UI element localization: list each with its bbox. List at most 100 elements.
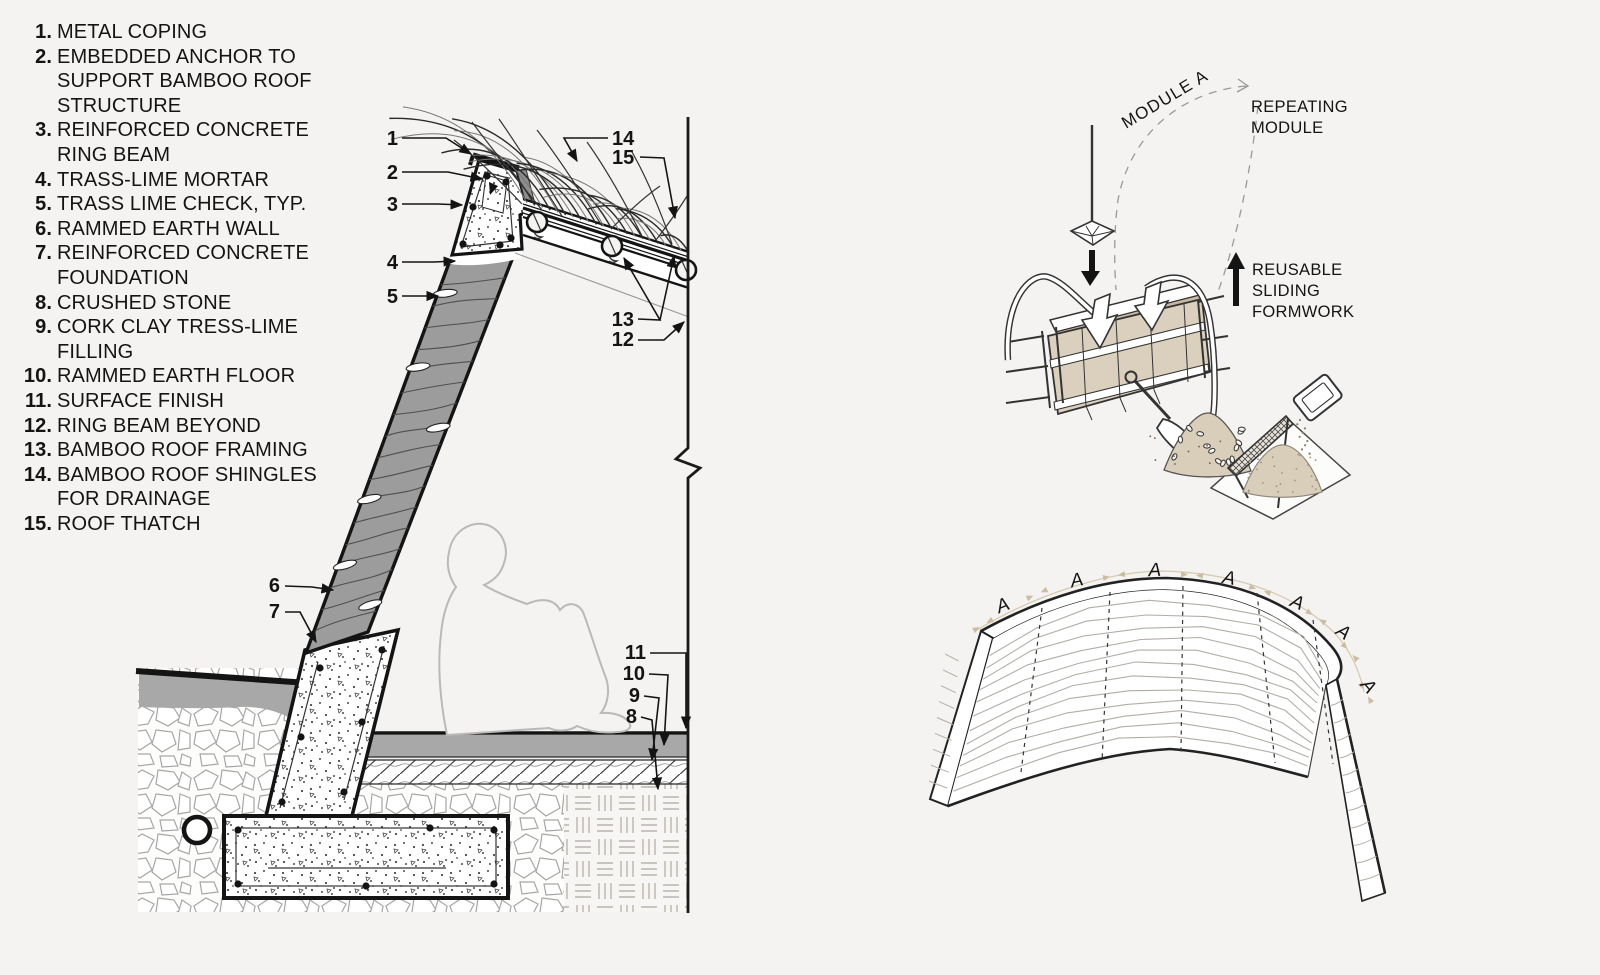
formwork-module-diagram: MODULE A REPEATING MODULE REUSABLE SLIDI… (1004, 66, 1354, 520)
legend-item: 10.RAMMED EARTH FLOOR (24, 364, 342, 389)
legend-item: 6.RAMMED EARTH WALL (30, 217, 342, 242)
repeat-guide-arcs (1114, 85, 1259, 293)
legend-item: 12.RING BEAM BEYOND (24, 414, 342, 439)
callout-label-14: 14 (612, 128, 635, 150)
module-division-lines (1020, 585, 1334, 773)
rebar-dots (234, 646, 498, 890)
section-break-line (673, 117, 703, 913)
legend-item-number: 8. (35, 291, 52, 314)
callout-label-13: 13 (612, 309, 634, 331)
legend-item-text: SURFACE FINISH (57, 389, 224, 412)
curved-wall-diagram: A A A A A A A (928, 560, 1387, 903)
exterior-ground-band (139, 674, 307, 724)
callout-label-6: 6 (269, 575, 280, 597)
legend: 1.METAL COPING 2.EMBEDDED ANCHOR TO SUPP… (24, 20, 342, 537)
binder-bag (1292, 373, 1343, 422)
legend-item-text: BAMBOO ROOF FRAMING (57, 439, 308, 462)
pebbles (1149, 424, 1246, 467)
concrete-foundation (181, 627, 510, 900)
up-arrow (1227, 252, 1245, 306)
earth-fill (564, 783, 688, 912)
wall-front-surface (948, 590, 1329, 806)
rebar-arches (1004, 273, 1218, 426)
callout-label-4: 4 (387, 252, 399, 274)
person-silhouette (438, 522, 632, 737)
legend-item-number: 13. (23, 439, 52, 462)
legend-item-number: 10. (23, 365, 52, 388)
wall-bottom-edge (947, 747, 1309, 808)
legend-item-text: EMBEDDED ANCHOR TO SUPPORT BAMBOO ROOF S… (57, 45, 312, 117)
legend-item-text: CORK CLAY TRESS-LIME FILLING (57, 316, 298, 363)
module-marker-a: A (992, 594, 1013, 619)
legend-item-text: RING BEAM BEYOND (57, 414, 261, 437)
reusable-line1: REUSABLE (1252, 261, 1342, 279)
legend-item: 9.CORK CLAY TRESS-LIME FILLING (30, 315, 342, 364)
repeating-module-label: REPEATING MODULE (1251, 98, 1348, 137)
legend-item-text: METAL COPING (57, 21, 208, 43)
legend-item-number: 15. (23, 512, 52, 535)
legend-item: 5.TRASS LIME CHECK, TYP. (30, 192, 342, 217)
fill-arrows (1080, 280, 1170, 350)
legend-item-number: 3. (35, 119, 52, 142)
callout-label-7: 7 (269, 601, 280, 623)
legend-item-text: CRUSHED STONE (57, 291, 232, 314)
bamboo-purlin (525, 210, 549, 240)
marker-arrowheads (971, 571, 1375, 705)
legend-item-text: TRASS LIME CHECK, TYP. (57, 193, 307, 216)
legend-item: 15.ROOF THATCH (24, 512, 342, 537)
legend-item-number: 11. (25, 389, 52, 412)
tamper-tool (1069, 125, 1116, 246)
legend-item: 2.EMBEDDED ANCHOR TO SUPPORT BAMBOO ROOF… (30, 45, 342, 119)
callout-label-9: 9 (629, 685, 640, 707)
module-marker-a: A (1355, 674, 1380, 698)
legend-item-number: 9. (35, 316, 52, 339)
legend-item: 14.BAMBOO ROOF SHINGLES FOR DRAINAGE (24, 463, 342, 512)
legend-item-number: 6. (35, 217, 52, 240)
legend-item: 8.CRUSHED STONE (30, 291, 342, 316)
legend-item: 1.METAL COPING (30, 20, 342, 45)
module-marker-a: A (1220, 567, 1237, 590)
callout-label-12: 12 (612, 329, 634, 351)
wall-strata-lines (928, 599, 1381, 881)
legend-item: 7.REINFORCED CONCRETE FOUNDATION (30, 241, 342, 290)
ring-beam-beyond-line (514, 252, 690, 318)
trass-lime-mortar (449, 249, 522, 266)
module-marker-a: A (1067, 569, 1085, 592)
anchor-arrow (489, 182, 498, 195)
module-marker-a: A (1147, 560, 1161, 581)
beam-rebar-outline (460, 171, 514, 248)
legend-item-text: RAMMED EARTH FLOOR (57, 365, 296, 388)
legend-item-text: REINFORCED CONCRETE RING BEAM (57, 119, 309, 166)
legend-item: 4.TRASS-LIME MORTAR (30, 168, 342, 193)
callout-labels: 1 2 3 4 5 6 7 14 15 13 12 11 10 9 8 (269, 128, 646, 728)
down-arrow (1081, 250, 1100, 286)
legend-item-number: 2. (35, 45, 52, 68)
callout-label-3: 3 (387, 194, 398, 216)
callout-label-1: 1 (387, 128, 398, 150)
wall-seam (1307, 684, 1327, 778)
callout-leaders (284, 137, 692, 791)
callout-label-2: 2 (387, 162, 398, 184)
module-a-label: MODULE A (1118, 66, 1211, 132)
reusable-line2: SLIDING (1252, 282, 1320, 300)
stiles (1081, 303, 1189, 421)
legend-item-number: 4. (35, 168, 52, 191)
grade-line (135, 668, 309, 686)
sliding-formwork (1004, 273, 1231, 426)
legend-item-number: 14. (23, 463, 52, 486)
legend-item-text: TRASS-LIME MORTAR (57, 168, 270, 191)
repeating-module-line1: REPEATING (1251, 98, 1348, 116)
cork-aggregate-pile (1149, 412, 1252, 478)
pour-stream (1296, 418, 1311, 455)
legend-item-text: ROOF THATCH (57, 512, 201, 535)
floor-buildup (361, 731, 689, 785)
reusable-line3: FORMWORK (1252, 303, 1354, 321)
bamboo-purlin (600, 234, 624, 264)
callout-label-5: 5 (387, 286, 398, 308)
bamboo-purlin (674, 258, 698, 282)
legend-item: 3.REINFORCED CONCRETE RING BEAM (30, 118, 342, 167)
scaffold-posts (1005, 295, 1231, 409)
bamboo-purlins (525, 210, 698, 282)
module-marker-a: A (1331, 620, 1354, 645)
